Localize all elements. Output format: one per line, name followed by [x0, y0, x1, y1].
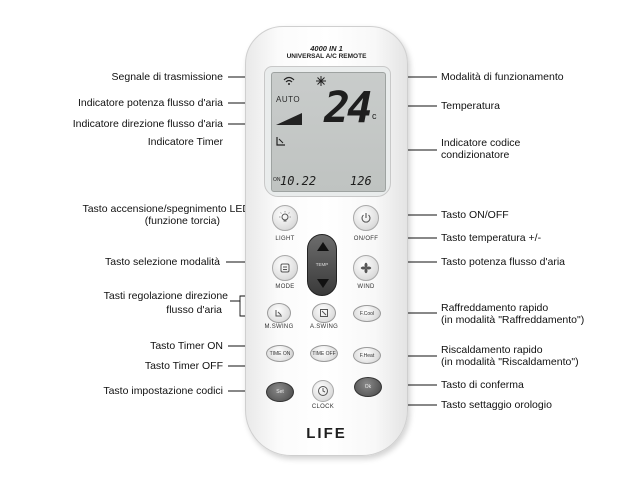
light-button[interactable] [272, 205, 298, 231]
callout-swing-line2: flusso d'aria [166, 304, 222, 316]
callout-timer-indicatore: Indicatore Timer [148, 136, 223, 148]
temperature-rocker[interactable]: TEMP [307, 234, 337, 296]
m-swing-button[interactable] [267, 303, 291, 323]
f-heat-button[interactable]: F.Heat [353, 347, 381, 364]
fan-speed-bars-icon [276, 113, 302, 125]
swing-icon [274, 308, 284, 318]
fan-icon [360, 262, 372, 274]
f-cool-button[interactable]: F.Cool [353, 305, 381, 322]
signal-icon [283, 76, 295, 85]
power-button[interactable] [353, 205, 379, 231]
mode-caption: MODE [265, 284, 305, 290]
swing-direction-icon [276, 136, 286, 146]
lcd-code: 126 [350, 174, 372, 188]
callout-onoff: Tasto ON/OFF [441, 209, 509, 221]
timer-on-button[interactable]: TIME ON [266, 345, 294, 362]
timer-off-button[interactable]: TIME OFF [310, 345, 338, 362]
callout-temp-pm: Tasto temperatura +/- [441, 232, 541, 244]
callout-segnale: Segnale di trasmissione [112, 71, 223, 83]
callout-risc-line2: (in modalità "Riscaldamento") [441, 356, 579, 368]
lcd-temperature: 24 [324, 83, 370, 133]
lcd-timer: 10.22 [280, 174, 316, 188]
callout-led-line2: (funzione torcia) [145, 215, 220, 227]
callout-potenza: Tasto potenza flusso d'aria [441, 256, 565, 268]
callout-potenza-indicatore: Indicatore potenza flusso d'aria [78, 97, 223, 109]
callout-codici: Tasto impostazione codici [103, 385, 223, 397]
mode-button[interactable] [272, 255, 298, 281]
ok-button[interactable]: Ok [354, 377, 382, 397]
auto-swing-icon [319, 308, 329, 318]
lcd-display: AUTO 24 c ON 10.22 126 [271, 72, 386, 192]
a-swing-button[interactable] [312, 303, 336, 323]
temp-rocker-label: TEMP [308, 262, 336, 267]
callout-swing-line1: Tasti regolazione direzione [104, 290, 228, 302]
callout-risc-line1: Riscaldamento rapido [441, 344, 543, 356]
callout-direzione-indicatore: Indicatore direzione flusso d'aria [73, 118, 223, 130]
callout-temperatura: Temperatura [441, 100, 500, 112]
set-button[interactable]: Set [266, 382, 294, 402]
callout-modalita: Tasto selezione modalità [105, 256, 220, 268]
callout-led-line1: Tasto accensione/spegnimento LED [82, 203, 250, 215]
power-caption: ON/OFF [346, 236, 386, 242]
clock-button[interactable] [312, 380, 334, 402]
callout-orologio: Tasto settaggio orologio [441, 399, 552, 411]
callout-modalita-funzionamento: Modalità di funzionamento [441, 71, 564, 83]
model-subtitle: UNIVERSAL A/C REMOTE [246, 53, 407, 60]
bulb-icon [278, 211, 292, 225]
wind-caption: WIND [346, 284, 386, 290]
light-caption: LIGHT [265, 236, 305, 242]
callout-codice-line1: Indicatore codice [441, 137, 520, 149]
mode-icon [279, 262, 291, 274]
model-title: 4000 IN 1 [246, 44, 407, 53]
clock-icon [317, 385, 329, 397]
clock-caption: CLOCK [303, 404, 343, 410]
lcd-temperature-unit: c [372, 111, 377, 121]
callout-conferma: Tasto di conferma [441, 379, 524, 391]
power-icon [360, 212, 372, 224]
callout-raff-line2: (in modalità "Raffreddamento") [441, 314, 584, 326]
a-swing-caption: A.SWING [304, 324, 344, 330]
lcd-mode-text: AUTO [276, 95, 300, 104]
callout-timer-off: Tasto Timer OFF [145, 360, 223, 372]
callout-codice-line2: condizionatore [441, 149, 509, 161]
callout-raff-line1: Raffreddamento rapido [441, 302, 548, 314]
arrow-down-icon[interactable] [317, 279, 329, 288]
callout-timer-on: Tasto Timer ON [150, 340, 223, 352]
m-swing-caption: M.SWING [259, 324, 299, 330]
lcd-frame: AUTO 24 c ON 10.22 126 [264, 66, 391, 197]
arrow-up-icon[interactable] [317, 242, 329, 251]
wind-button[interactable] [353, 255, 379, 281]
brand-logo: LIFE [246, 425, 407, 442]
remote-control: 4000 IN 1 UNIVERSAL A/C REMOTE AUTO [245, 26, 408, 456]
